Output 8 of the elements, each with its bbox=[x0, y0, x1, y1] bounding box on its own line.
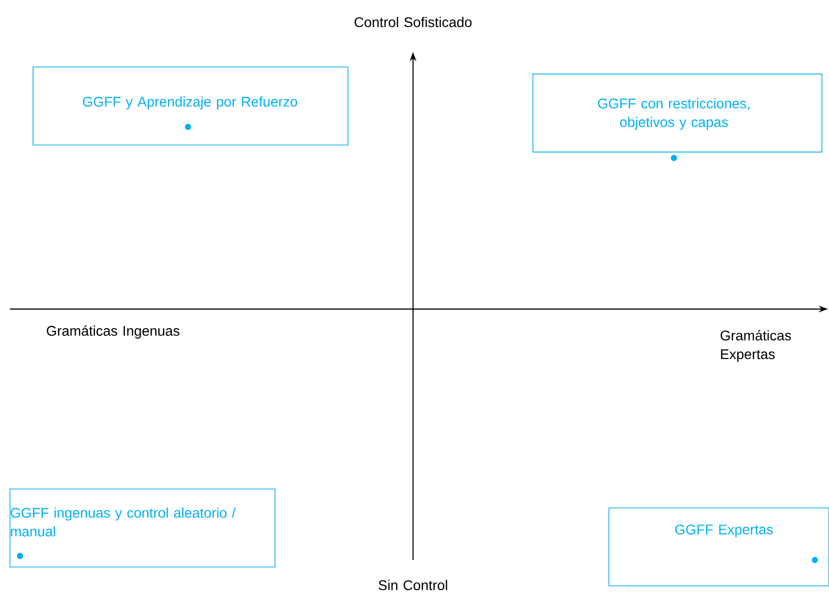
text-box: GGFF y Aprendizaje por Refuerzo bbox=[32, 66, 348, 146]
axis-label: Gramáticas Ingenuas bbox=[46, 325, 180, 339]
axis-label: Sin Control bbox=[378, 580, 448, 590]
text-box: GGFF Expertas bbox=[608, 508, 829, 586]
text-box: GGFF con restricciones, objetivos y capas bbox=[532, 74, 822, 152]
axis-label: Control Sofisticado bbox=[354, 16, 472, 28]
text-box: GGFF ingenuas y control aleatorio / manual bbox=[10, 488, 276, 568]
axis-label: Gramáticas Expertas bbox=[720, 330, 791, 362]
